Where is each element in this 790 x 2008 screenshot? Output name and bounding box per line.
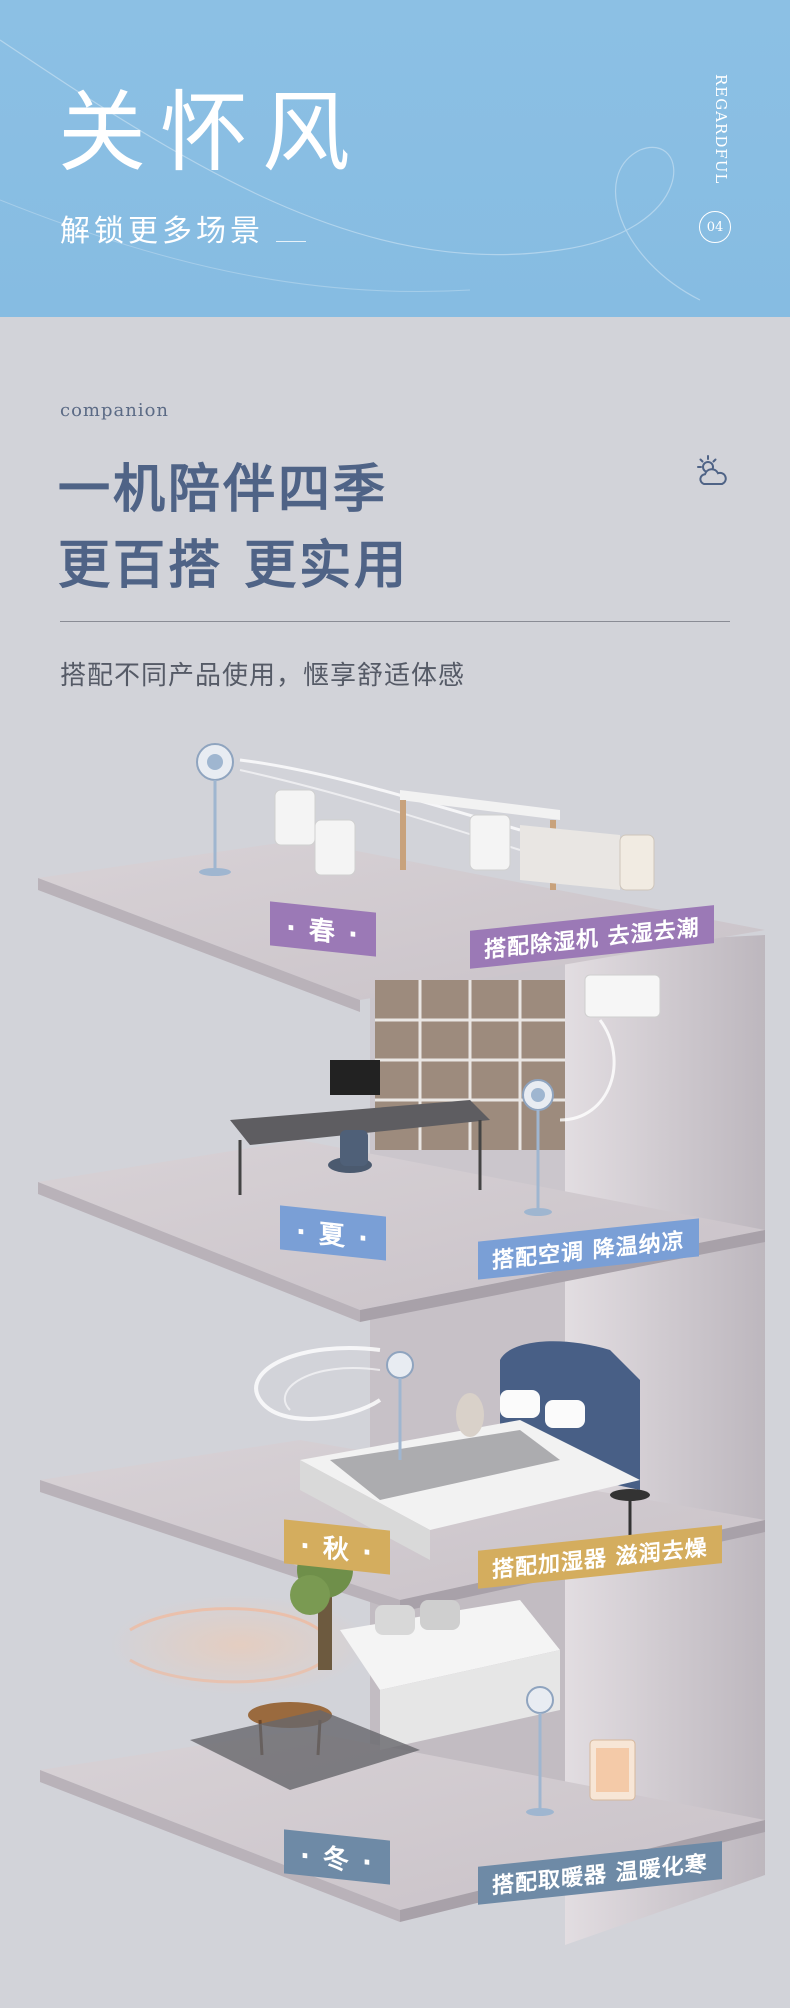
section-divider — [60, 621, 730, 622]
hero-title: 关怀风 — [58, 81, 365, 184]
hero-subtitle: 解锁更多场景 — [60, 214, 264, 249]
building-wall — [565, 935, 765, 1945]
subtitle-underline — [276, 241, 306, 242]
autumn-room-furniture — [254, 1341, 650, 1560]
headline-line-2: 更百搭 更实用 — [58, 536, 410, 596]
headline-line-1: 一机陪伴四季 — [58, 460, 389, 520]
section-eyebrow: companion — [60, 400, 170, 421]
spring-room-furniture — [196, 743, 655, 891]
floor-spring — [38, 840, 765, 1012]
hero-banner: 关怀风 解锁更多场景 REGARDFUL 04 — [0, 0, 790, 317]
four-season-scene: · 春 · 搭配除湿机 去湿去潮 · 夏 · 搭配空调 降温纳凉 · 秋 · 搭… — [0, 700, 790, 2008]
sun-cloud-icon — [697, 455, 727, 485]
winter-room-furniture — [110, 1542, 636, 1816]
decorative-swirl — [0, 39, 701, 301]
section-headline: 一机陪伴四季 更百搭 更实用 — [58, 452, 409, 604]
summer-room-furniture — [230, 974, 661, 1216]
stacked-floors-illustration — [38, 743, 765, 1945]
vertical-brand-text: REGARDFUL — [712, 74, 730, 185]
page-number-badge: 04 — [699, 211, 731, 243]
section-tagline: 搭配不同产品使用，惬享舒适体感 — [60, 661, 466, 691]
